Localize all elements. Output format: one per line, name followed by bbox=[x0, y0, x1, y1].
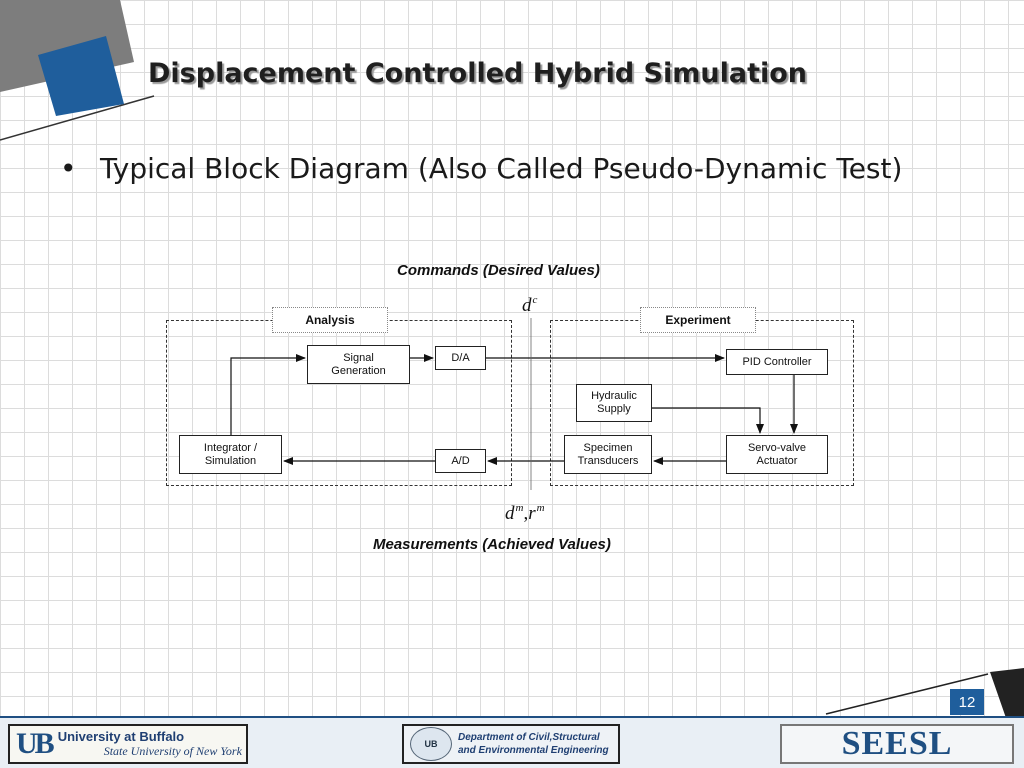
slide-title: Displacement Controlled Hybrid Simulatio… bbox=[148, 58, 808, 89]
arrow-hydraulic-to-servo bbox=[652, 407, 764, 434]
ad-block: A/D bbox=[435, 449, 486, 473]
ub-text: University at Buffalo State University o… bbox=[58, 729, 242, 759]
servo-valve-block: Servo-valve Actuator bbox=[726, 435, 828, 474]
pid-controller-block: PID Controller bbox=[726, 349, 828, 375]
page-number: 12 bbox=[950, 689, 984, 715]
department-line1: Department of Civil,Structural bbox=[458, 732, 600, 743]
hydraulic-line2: Supply bbox=[597, 403, 631, 415]
signal-generation-line1: Signal bbox=[343, 351, 374, 364]
ub-logo: UB University at Buffalo State Universit… bbox=[8, 724, 248, 764]
hydraulic-supply-block: Hydraulic Supply bbox=[576, 384, 652, 422]
ub-subtitle: State University of New York bbox=[103, 744, 242, 758]
servo-line2: Actuator bbox=[756, 454, 798, 467]
command-symbol-base: d bbox=[522, 295, 532, 316]
measurement-sup2: m bbox=[536, 502, 545, 514]
bullet-dot: • bbox=[60, 152, 77, 185]
signal-generation-block: Signal Generation bbox=[307, 345, 410, 384]
analysis-label: Analysis bbox=[272, 307, 388, 333]
integrator-line1: Integrator / bbox=[203, 441, 258, 454]
da-block: D/A bbox=[435, 346, 486, 370]
specimen-transducers-block: Specimen Transducers bbox=[564, 435, 652, 474]
servo-line1: Servo-valve bbox=[747, 441, 807, 454]
measurements-caption: Measurements (Achieved Values) bbox=[373, 536, 611, 553]
command-symbol-sup: c bbox=[532, 294, 538, 306]
page-diagonal-line bbox=[825, 673, 989, 715]
measurement-base2: r bbox=[528, 503, 536, 524]
page-corner-decoration bbox=[825, 668, 1024, 718]
measurement-symbol: dm,rm bbox=[505, 502, 545, 525]
ub-name: University at Buffalo bbox=[57, 729, 185, 744]
measurement-sep: , bbox=[523, 503, 529, 524]
seesl-logo: SEESL bbox=[780, 724, 1014, 764]
seesl-text: SEESL bbox=[841, 725, 953, 762]
measurement-sup1: m bbox=[515, 502, 524, 514]
department-logo: UB Department of Civil,Structural and En… bbox=[402, 724, 620, 764]
bullet-item: • Typical Block Diagram (Also Called Pse… bbox=[60, 150, 940, 188]
corner-diagonal-line bbox=[0, 95, 155, 141]
integrator-line2: Simulation bbox=[204, 454, 257, 467]
department-line2: and Environmental Engineering bbox=[458, 745, 609, 756]
arrow-integrator-to-signal bbox=[230, 354, 306, 435]
footer-bar: UB University at Buffalo State Universit… bbox=[0, 716, 1024, 768]
command-symbol: dc bbox=[522, 294, 537, 317]
hydraulic-line1: Hydraulic bbox=[591, 390, 637, 402]
page-corner-dark-shape bbox=[990, 668, 1024, 718]
integrator-block: Integrator / Simulation bbox=[179, 435, 282, 474]
corner-decoration bbox=[0, 0, 155, 141]
bullet-text: Typical Block Diagram (Also Called Pseud… bbox=[100, 152, 903, 185]
specimen-line1: Specimen bbox=[583, 441, 633, 454]
department-seal-icon: UB bbox=[410, 727, 452, 761]
corner-blue-square bbox=[38, 36, 124, 116]
commands-caption: Commands (Desired Values) bbox=[397, 262, 600, 279]
department-text: Department of Civil,Structural and Envir… bbox=[458, 731, 609, 757]
specimen-line2: Transducers bbox=[577, 454, 639, 467]
ub-mark: UB bbox=[16, 727, 55, 760]
measurement-base1: d bbox=[505, 503, 515, 524]
experiment-label: Experiment bbox=[640, 307, 756, 333]
signal-generation-line2: Generation bbox=[331, 364, 386, 377]
